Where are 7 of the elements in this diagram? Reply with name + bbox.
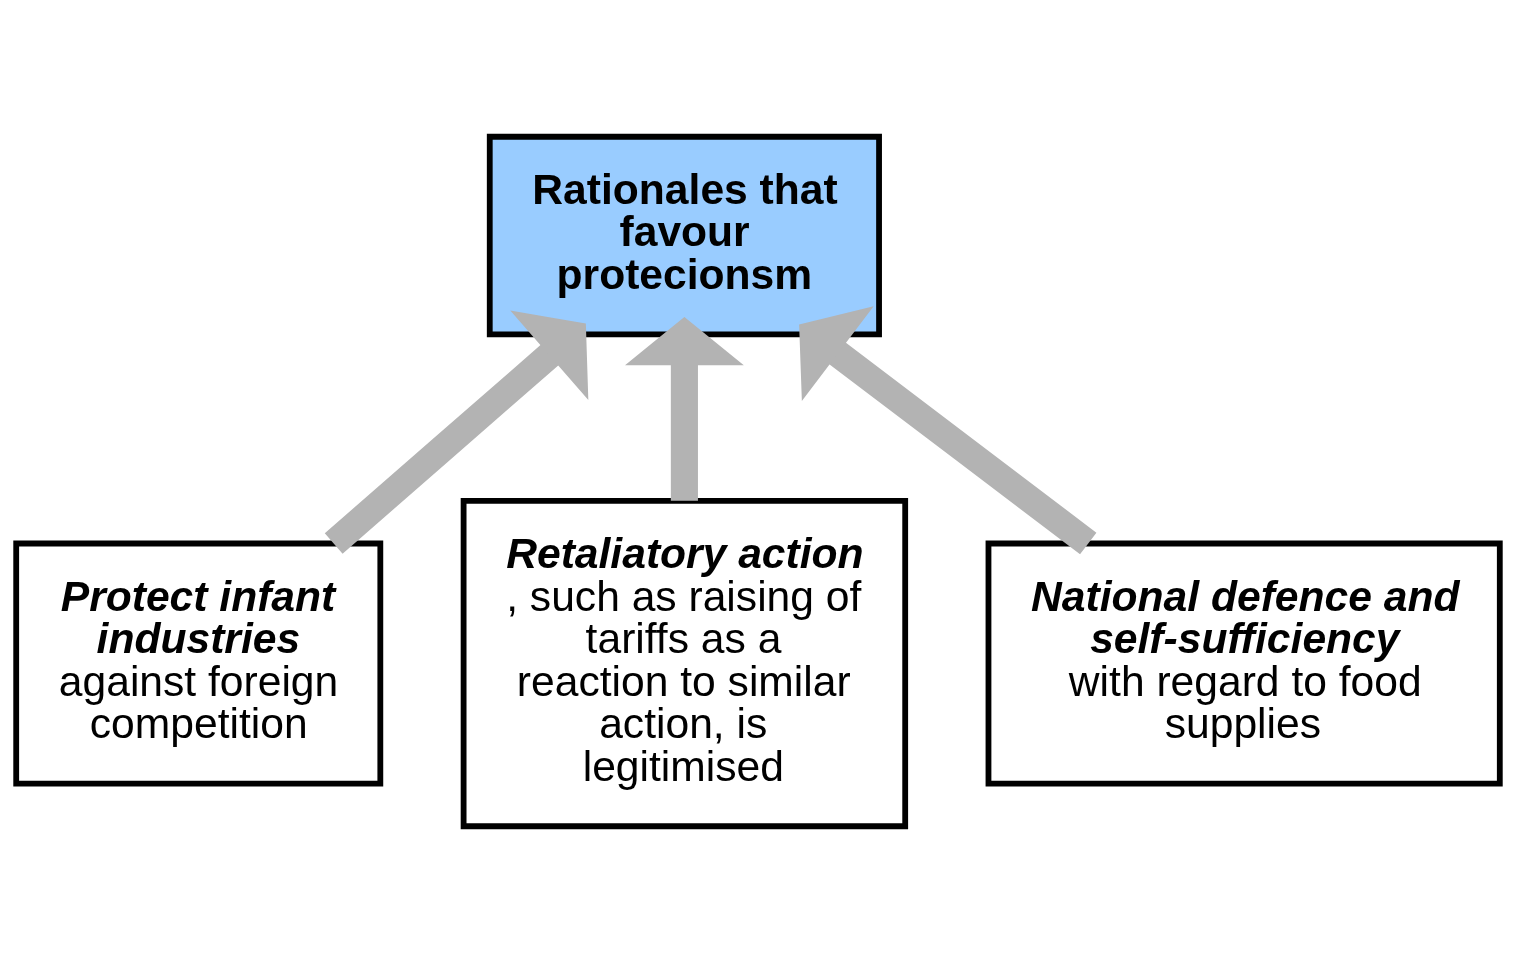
arrow	[799, 305, 1097, 554]
node-box: National defence and self-sufficiency with regard to food supplies	[985, 540, 1503, 787]
node-box: Retaliatory action , such as raising of tariffs as a reaction to similar action, is legitimised	[460, 497, 909, 829]
node-box: Rationales that favour protecionsm	[486, 133, 882, 337]
arrow	[625, 316, 744, 501]
arrow	[324, 310, 589, 554]
node-box: Protect infant industries against foreign competition	[13, 540, 384, 787]
